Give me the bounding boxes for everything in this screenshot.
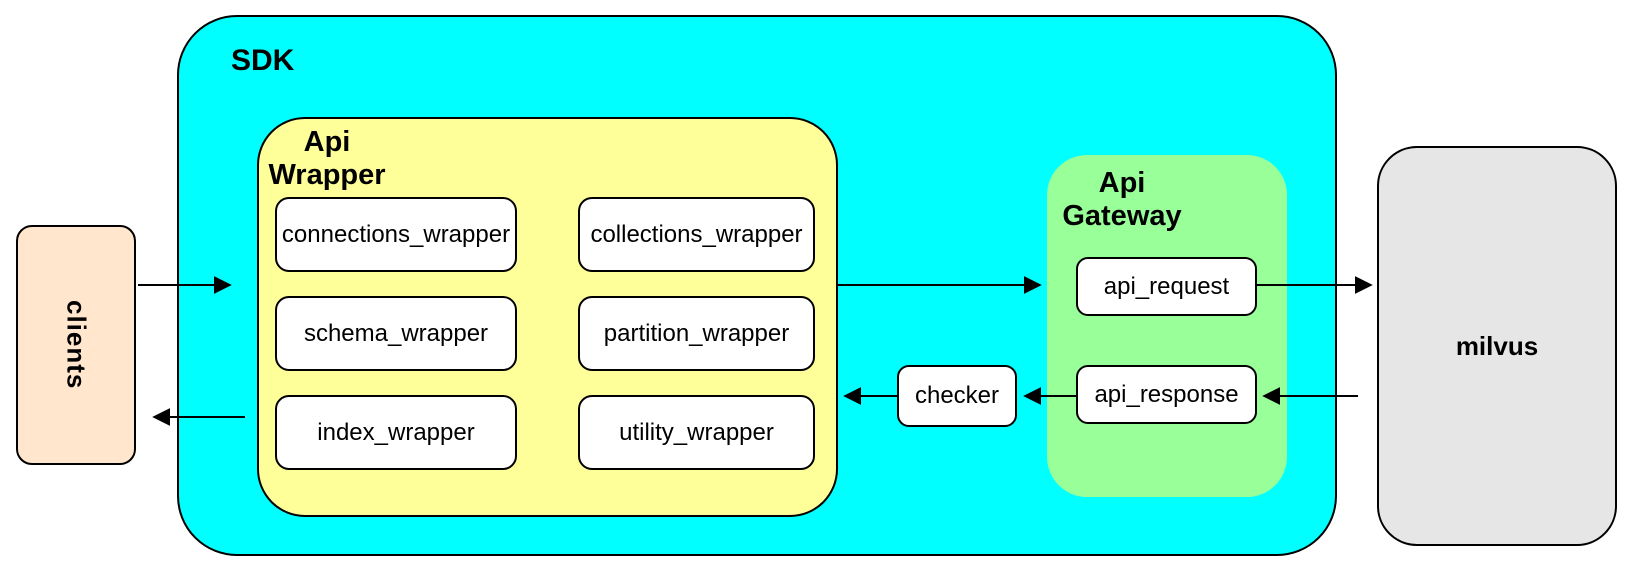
api-gateway-label-line1: Api <box>1098 167 1146 199</box>
node-connections-wrapper-label: connections_wrapper <box>281 220 511 248</box>
node-utility-wrapper: utility_wrapper <box>578 395 815 470</box>
node-index-wrapper: index_wrapper <box>275 395 517 470</box>
node-milvus-label: milvus <box>1455 330 1539 361</box>
api-gateway-label: Api Gateway <box>1057 167 1187 233</box>
node-clients: clients <box>16 225 136 465</box>
node-api-response-label: api_response <box>1094 380 1239 408</box>
api-gateway-label-line2: Gateway <box>1062 200 1182 232</box>
api-gateway-container: Api Gateway <box>1047 155 1287 497</box>
node-collections-wrapper-label: collections_wrapper <box>590 220 803 248</box>
node-checker-label: checker <box>914 382 1000 409</box>
node-connections-wrapper: connections_wrapper <box>275 197 517 272</box>
api-wrapper-label-line1: Api <box>303 126 351 158</box>
node-partition-wrapper-label: partition_wrapper <box>603 319 790 347</box>
api-wrapper-label: Api Wrapper <box>267 126 387 192</box>
node-schema-wrapper-label: schema_wrapper <box>303 319 489 347</box>
node-clients-label: clients <box>61 300 92 390</box>
node-partition-wrapper: partition_wrapper <box>578 296 815 371</box>
node-schema-wrapper: schema_wrapper <box>275 296 517 371</box>
sdk-label: SDK <box>231 44 295 77</box>
node-milvus: milvus <box>1377 146 1617 546</box>
node-api-request: api_request <box>1076 257 1257 316</box>
node-utility-wrapper-label: utility_wrapper <box>619 418 774 446</box>
api-wrapper-label-line2: Wrapper <box>268 159 386 191</box>
node-checker: checker <box>897 365 1017 427</box>
node-api-request-label: api_request <box>1103 272 1230 300</box>
node-api-response: api_response <box>1076 365 1257 424</box>
node-collections-wrapper: collections_wrapper <box>578 197 815 272</box>
node-index-wrapper-label: index_wrapper <box>317 418 475 446</box>
